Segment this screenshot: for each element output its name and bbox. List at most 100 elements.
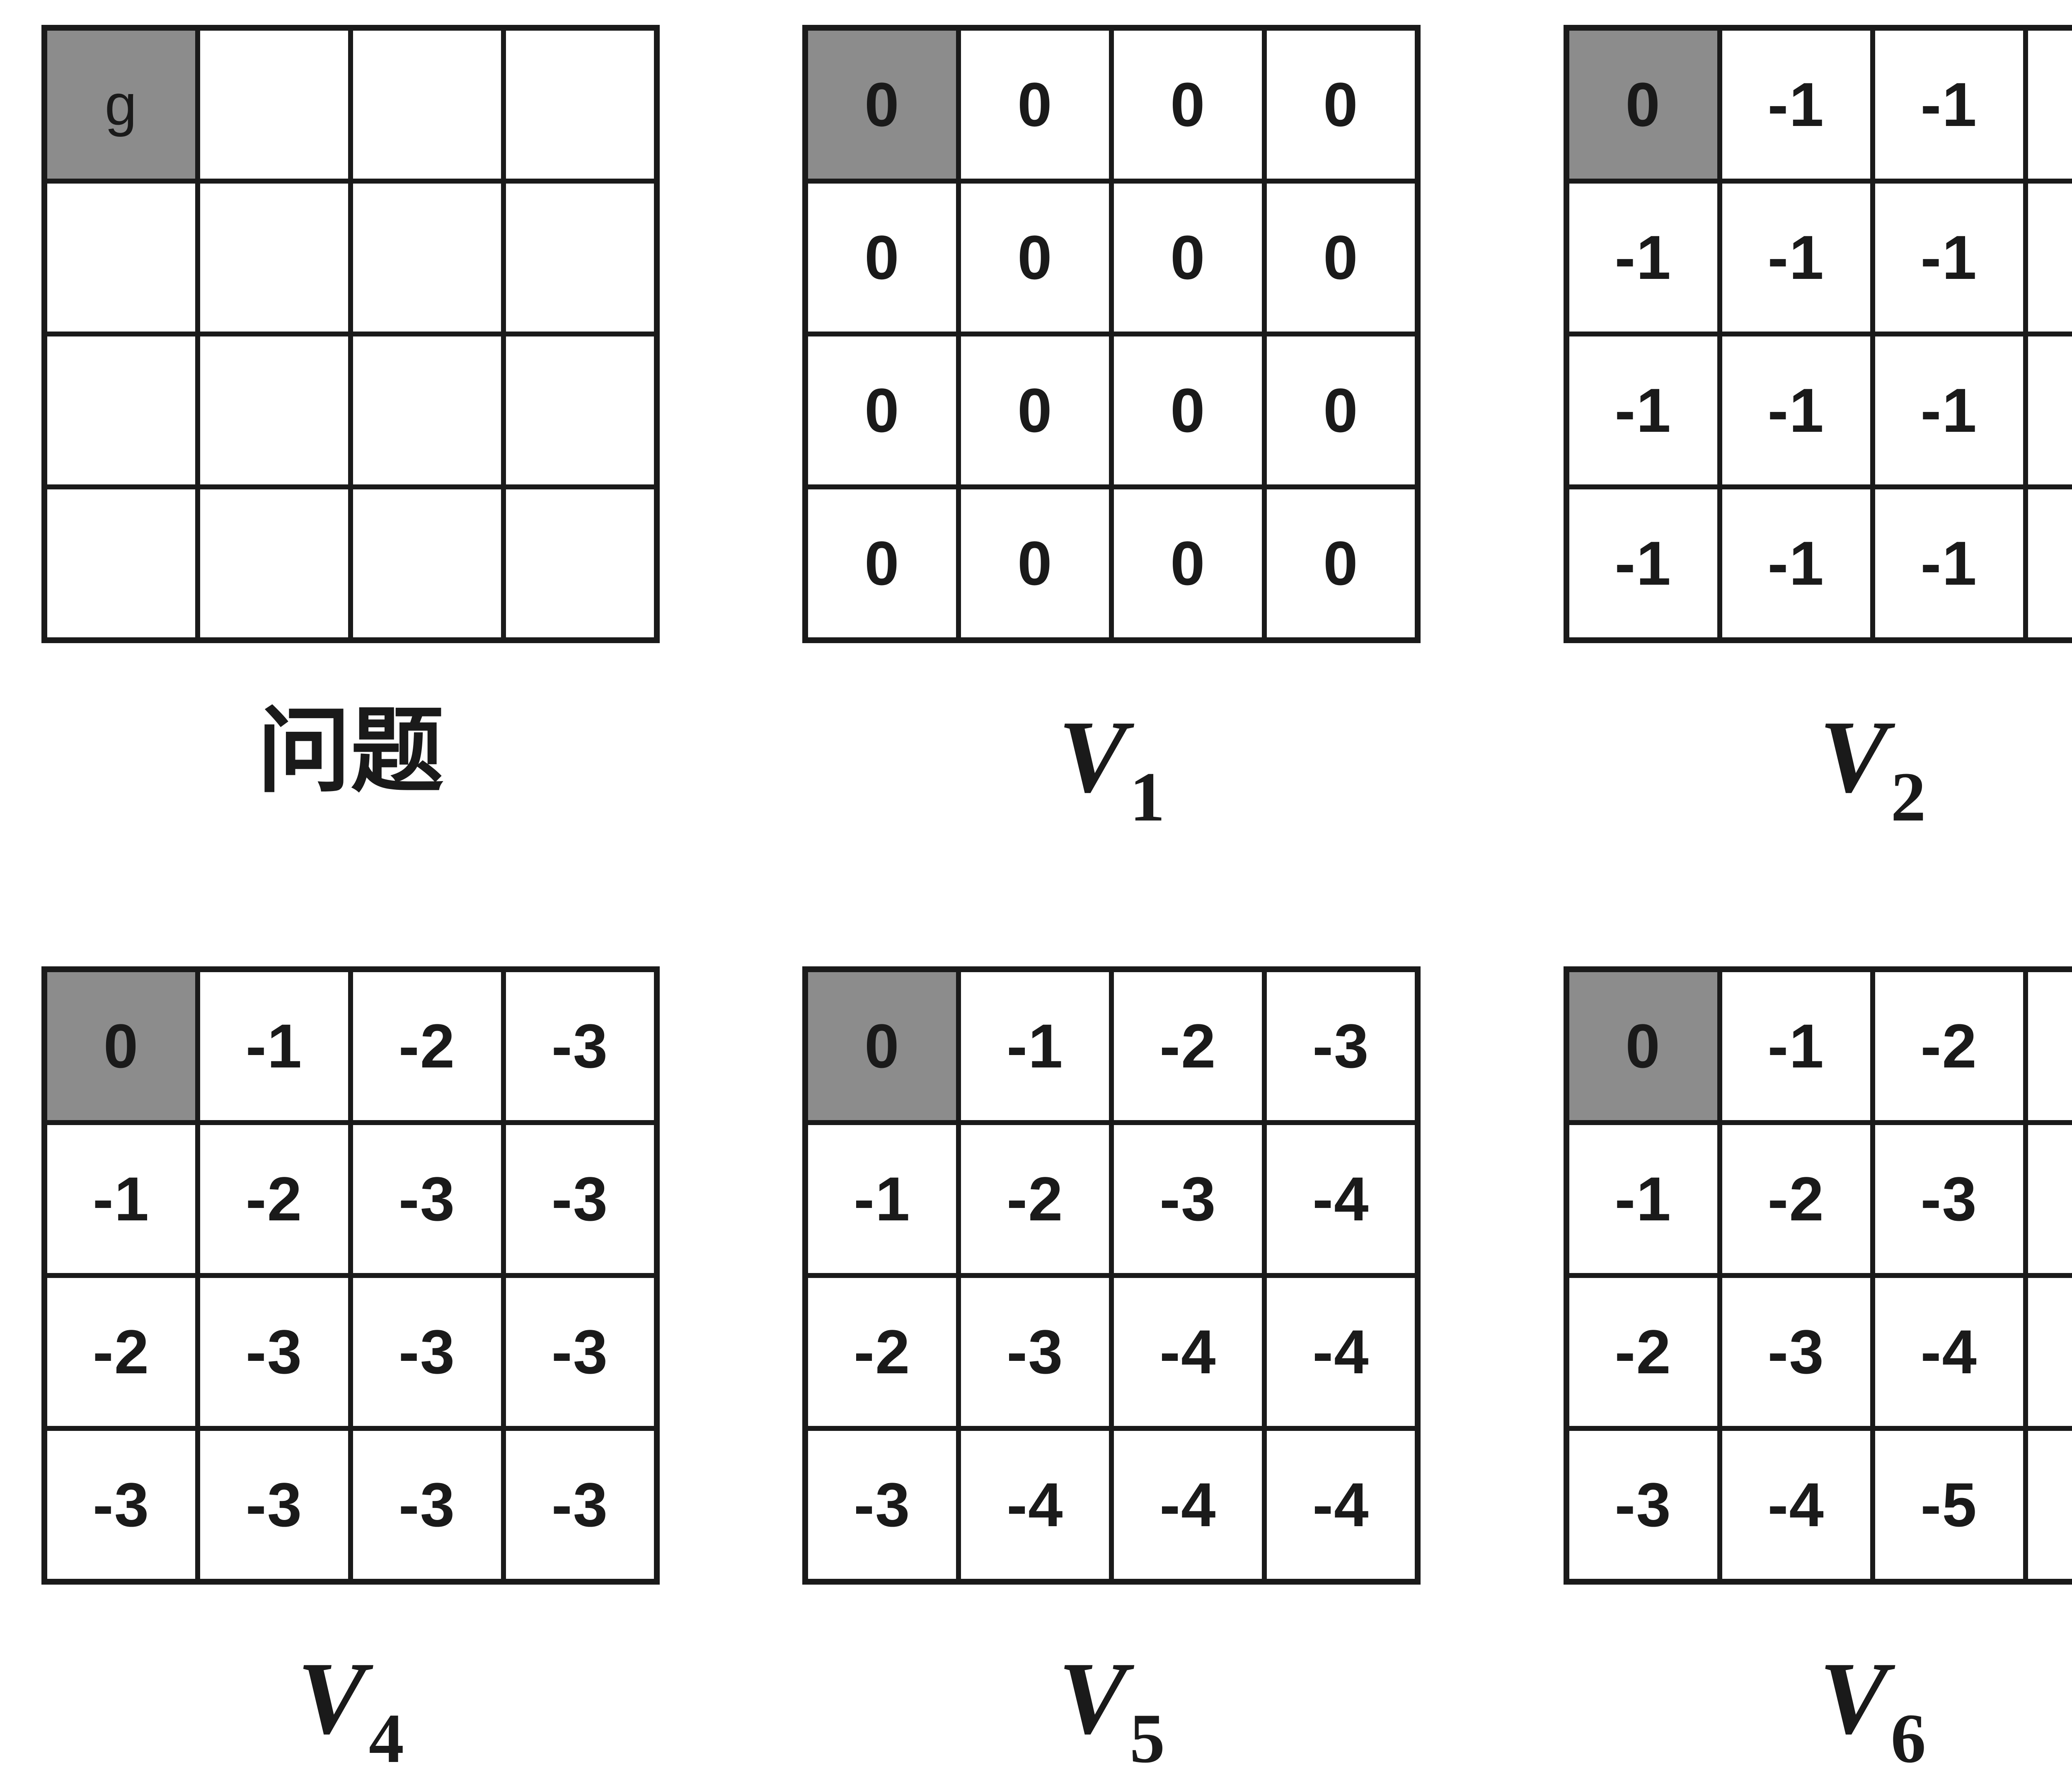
grid-cell (45, 334, 198, 487)
caption-subscript: 4 (368, 1699, 404, 1774)
caption-text: V (1058, 699, 1128, 814)
figure-panel-problem: g 问题 (41, 25, 660, 830)
grid-cell: 0 (1111, 487, 1265, 640)
figure-caption-problem: 问题 (41, 705, 660, 830)
figure-caption-v5: V5 (802, 1647, 1421, 1774)
grid-cell: -2 (45, 1275, 198, 1428)
grid-cell: 0 (1264, 181, 1418, 334)
figure-caption-v1: V1 (802, 705, 1421, 836)
grid-cell: 0 (806, 334, 959, 487)
caption-text: V (1819, 699, 1888, 814)
grid-cell: -4 (959, 1428, 1112, 1581)
grid-cell: -3 (1566, 1428, 1720, 1581)
grid-cell (351, 487, 503, 640)
grid-cell: -3 (503, 1428, 656, 1581)
grid-cell: -3 (959, 1275, 1112, 1428)
grid-cell: -2 (1872, 970, 2026, 1123)
grid-cell (503, 487, 656, 640)
grid-cell: -1 (2025, 28, 2072, 181)
goal-cell: g (45, 28, 198, 181)
grid-cell: -2 (806, 1275, 959, 1428)
grid-cell: -4 (1719, 1428, 1873, 1581)
grid-cell (351, 181, 503, 334)
value-grid-v5: 0-1-2-3-1-2-3-4-2-3-4-4-3-4-4-4 (802, 966, 1421, 1585)
grid-cell: -3 (1719, 1275, 1873, 1428)
grid-cell: 0 (959, 28, 1112, 181)
caption-subscript: 5 (1130, 1699, 1165, 1774)
grid-cell: 0 (806, 181, 959, 334)
grid-cell: -4 (1872, 1275, 2026, 1428)
value-grid-problem: g (41, 25, 660, 643)
grid-cell: 0 (959, 487, 1112, 640)
grid-cell: -1 (198, 970, 351, 1123)
grid-cell: -4 (1111, 1428, 1265, 1581)
grid-cell: -1 (1566, 334, 1720, 487)
grid-cell: -5 (2025, 1275, 2072, 1428)
grid-cell: -5 (2025, 1428, 2072, 1581)
grid-cell: -1 (2025, 181, 2072, 334)
grid-cell: -1 (1719, 334, 1873, 487)
grid-cell: 0 (959, 334, 1112, 487)
grid-cell: -1 (1719, 181, 1873, 334)
grid-cell: -1 (806, 1123, 959, 1275)
grid-cell: 0 (1264, 334, 1418, 487)
grid-cell: -3 (45, 1428, 198, 1581)
grid-cell: -4 (1111, 1275, 1265, 1428)
grid-cell: -1 (1719, 487, 1873, 640)
caption-text: V (1058, 1641, 1128, 1756)
grid-cell: -3 (351, 1275, 503, 1428)
grid-cell: -1 (1872, 181, 2026, 334)
goal-cell: 0 (806, 28, 959, 181)
value-grid-v6: 0-1-2-3-1-2-3-4-2-3-4-5-3-4-5-5 (1563, 966, 2072, 1585)
grid-cell: 0 (1111, 334, 1265, 487)
grid-cell: -3 (806, 1428, 959, 1581)
figure-caption-v4: V4 (41, 1647, 660, 1774)
grid-cell: -3 (1872, 1123, 2026, 1275)
grid-cell: 0 (1111, 181, 1265, 334)
grid-cell: -1 (1872, 28, 2026, 181)
grid-cell: -3 (351, 1428, 503, 1581)
grid-cell: -1 (1872, 487, 2026, 640)
grid-cell: -1 (2025, 487, 2072, 640)
grid-cell: -1 (1566, 487, 1720, 640)
grid-cell: -1 (959, 970, 1112, 1123)
grid-cell: -3 (503, 1275, 656, 1428)
caption-subscript: 2 (1890, 758, 1926, 836)
caption-subscript: 6 (1890, 1699, 1926, 1774)
grid-cell (198, 28, 351, 181)
grid-cell (198, 181, 351, 334)
value-grid-v2: 0-1-1-1-1-1-1-1-1-1-1-1-1-1-1-1 (1563, 25, 2072, 643)
grid-cell: -3 (351, 1123, 503, 1275)
grid-cell: 0 (1264, 487, 1418, 640)
figure-panel-v6: 0-1-2-3-1-2-3-4-2-3-4-5-3-4-5-5V6 (1563, 966, 2072, 1774)
grid-cell: -3 (1264, 970, 1418, 1123)
grid-cell: -1 (1719, 970, 1873, 1123)
caption-text: V (297, 1641, 366, 1756)
grid-cell: -2 (1566, 1275, 1720, 1428)
grid-cell: -4 (1264, 1275, 1418, 1428)
goal-cell: 0 (45, 970, 198, 1123)
grid-cell: -5 (1872, 1428, 2026, 1581)
caption-text: 问题 (257, 700, 444, 804)
grid-cell (351, 334, 503, 487)
goal-cell: 0 (1566, 28, 1720, 181)
grid-cell: -2 (1111, 970, 1265, 1123)
grid-cell: -2 (959, 1123, 1112, 1275)
grid-cell (45, 487, 198, 640)
grid-cell: -3 (1111, 1123, 1265, 1275)
grid-cell: -1 (1566, 181, 1720, 334)
grid-cell: -3 (503, 1123, 656, 1275)
caption-subscript: 1 (1130, 758, 1165, 836)
goal-cell: 0 (806, 970, 959, 1123)
grid-cell (198, 487, 351, 640)
value-grid-v4: 0-1-2-3-1-2-3-3-2-3-3-3-3-3-3-3 (41, 966, 660, 1585)
figure-caption-v6: V6 (1564, 1647, 2072, 1774)
grid-cell (198, 334, 351, 487)
grid-cell: 0 (959, 181, 1112, 334)
grid-cell: -1 (45, 1123, 198, 1275)
